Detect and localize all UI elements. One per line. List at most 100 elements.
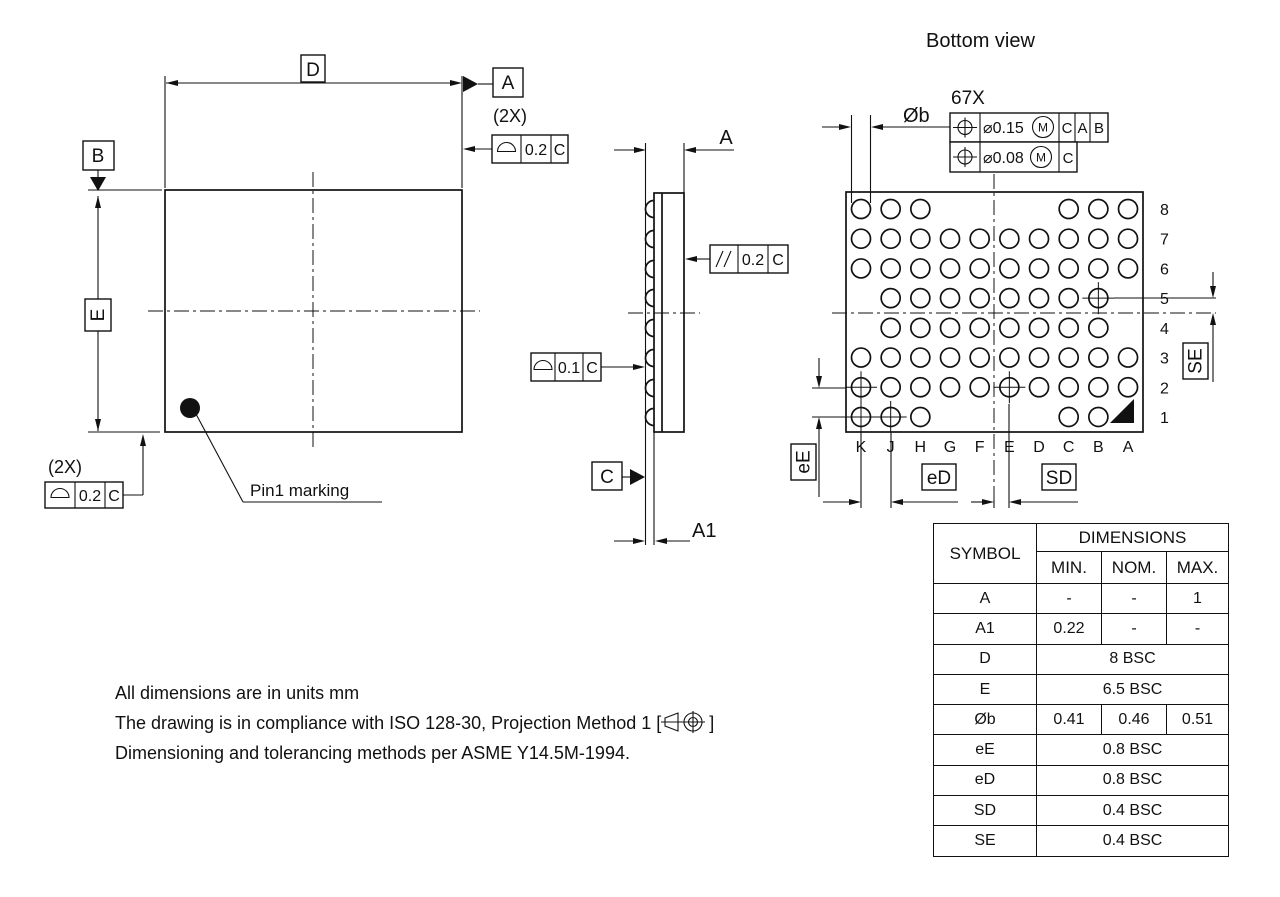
column-label-G: G xyxy=(944,439,956,456)
table-cell-nom: 0.46 xyxy=(1101,704,1167,736)
fcf-datum: C xyxy=(586,360,598,377)
arrowhead xyxy=(633,538,645,544)
fcf-tolerance: 0.1 xyxy=(558,360,580,377)
ball-B6 xyxy=(1088,258,1109,279)
datum-label-A: A xyxy=(502,73,515,94)
fcf-datum: C xyxy=(108,488,120,505)
arrowhead xyxy=(140,434,146,446)
datum-box-A xyxy=(492,67,524,98)
ball-H6 xyxy=(909,258,931,279)
table-cell-symbol: SE xyxy=(933,825,1037,857)
ball-F4 xyxy=(969,317,991,339)
dim-label-SE: SE xyxy=(1186,348,1207,373)
table-cell-max: 0.51 xyxy=(1166,704,1229,736)
arrowhead xyxy=(982,499,994,505)
dim-label-box-E xyxy=(84,298,112,332)
row-label-1: 1 xyxy=(1160,410,1169,427)
ball-B8 xyxy=(1088,198,1109,220)
table-cell-nom: - xyxy=(1101,613,1167,645)
dim-label-D: D xyxy=(306,60,320,81)
ball-J7 xyxy=(880,228,902,250)
drawing-notes: All dimensions are in units mm The drawi… xyxy=(115,678,714,768)
note-line-2: The drawing is in compliance with ISO 12… xyxy=(115,708,714,738)
ball-F5 xyxy=(969,287,991,309)
arrowhead xyxy=(871,124,883,130)
ball-F7 xyxy=(969,228,991,250)
arrowhead xyxy=(1210,286,1216,298)
table-cell-symbol: eE xyxy=(933,734,1037,766)
ball-F6 xyxy=(969,258,991,279)
ball-G7 xyxy=(939,228,961,250)
arrowhead xyxy=(839,124,851,130)
arrowhead xyxy=(634,147,646,153)
ball-C6 xyxy=(1058,258,1080,279)
table-cell-symbol: eD xyxy=(933,764,1037,797)
table-cell-symbol: A1 xyxy=(933,613,1037,645)
ball-dia-label: Øb xyxy=(903,105,930,127)
ball-D6 xyxy=(1028,258,1050,279)
fcf-tolerance: 0.2 xyxy=(525,142,547,159)
ball-grid xyxy=(845,198,1139,433)
datum-label-C: C xyxy=(600,467,614,488)
fcf-datum: A xyxy=(1077,120,1087,137)
ball-A2 xyxy=(1117,376,1139,398)
table-cell-symbol: E xyxy=(933,673,1037,706)
arrowhead xyxy=(95,419,101,431)
fcf-tolerance: ⌀0.08 xyxy=(983,150,1024,167)
dim-label-box-D xyxy=(300,54,326,83)
row-label-7: 7 xyxy=(1160,232,1169,249)
arrowhead xyxy=(95,196,101,208)
ball-D2 xyxy=(1028,376,1050,398)
ball-H4 xyxy=(909,317,931,339)
ball-K3 xyxy=(850,347,872,368)
ball-H2 xyxy=(909,376,931,398)
arrowhead xyxy=(816,376,822,388)
ball-E7 xyxy=(998,228,1020,250)
table-header-dimensions: DIMENSIONS xyxy=(1036,523,1229,552)
ball-B3 xyxy=(1088,347,1109,368)
dim-label-box-SD xyxy=(1041,463,1077,491)
dim-label-eD: eD xyxy=(927,468,951,489)
column-label-A: A xyxy=(1123,439,1134,456)
table-header-symbol: SYMBOL xyxy=(933,523,1037,584)
ball-B2 xyxy=(1088,376,1109,398)
datum-triangle-A xyxy=(463,76,478,92)
table-cell-symbol: Øb xyxy=(933,704,1037,736)
note-line-2-bracket: ] xyxy=(709,713,715,733)
arrowhead xyxy=(655,538,667,544)
ball-D3 xyxy=(1028,347,1050,368)
row-label-6: 6 xyxy=(1160,261,1169,278)
fcf-datum: C xyxy=(1063,150,1074,167)
ball-E4 xyxy=(998,317,1020,339)
ball-G5 xyxy=(939,287,961,309)
fcf-profile-side xyxy=(530,352,602,382)
dim-label-eE: eE xyxy=(794,450,815,473)
arrowhead xyxy=(166,80,178,86)
table-header-nom: NOM. xyxy=(1101,551,1167,584)
ball-H8 xyxy=(909,198,931,220)
fcf-profile-top xyxy=(491,134,569,164)
arrowhead xyxy=(685,256,697,262)
ball-F3 xyxy=(969,347,991,368)
table-header-min: MIN. xyxy=(1036,551,1102,584)
ball-K7 xyxy=(850,228,872,250)
fcf-tolerance: 0.2 xyxy=(79,488,101,505)
ball-A8 xyxy=(1117,198,1139,220)
dim-label-box-eE xyxy=(790,443,817,481)
row-label-4: 4 xyxy=(1160,321,1169,338)
row-label-5: 5 xyxy=(1160,291,1169,308)
arrowhead xyxy=(849,499,861,505)
arrowhead xyxy=(891,499,903,505)
table-cell-value: 8 BSC xyxy=(1036,643,1229,675)
table-cell-value: 0.4 BSC xyxy=(1036,795,1229,827)
arrowhead xyxy=(450,80,462,86)
ball-H7 xyxy=(909,228,931,250)
pin1-leader xyxy=(195,413,244,503)
ball-C1 xyxy=(1058,406,1080,428)
